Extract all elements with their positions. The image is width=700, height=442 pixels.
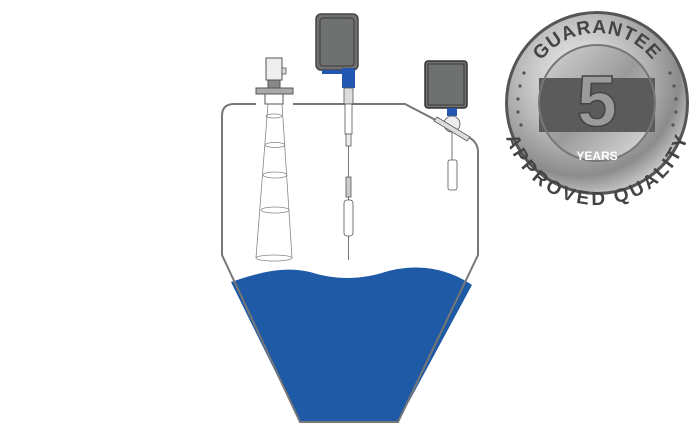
tank-outline xyxy=(221,103,479,423)
badge-unit: YEARS xyxy=(576,149,617,163)
badge-stars xyxy=(516,71,678,127)
guarantee-badge: 5 YEARS GUARANTEE APPROVED QUALITY xyxy=(501,11,692,210)
radar-level-sensor xyxy=(255,57,294,262)
liquid-fill xyxy=(231,267,472,422)
badge-number: 5 xyxy=(577,62,617,142)
radar-beam xyxy=(255,103,293,259)
cable-float-sensor xyxy=(315,13,359,260)
side-float-switch xyxy=(424,60,471,191)
